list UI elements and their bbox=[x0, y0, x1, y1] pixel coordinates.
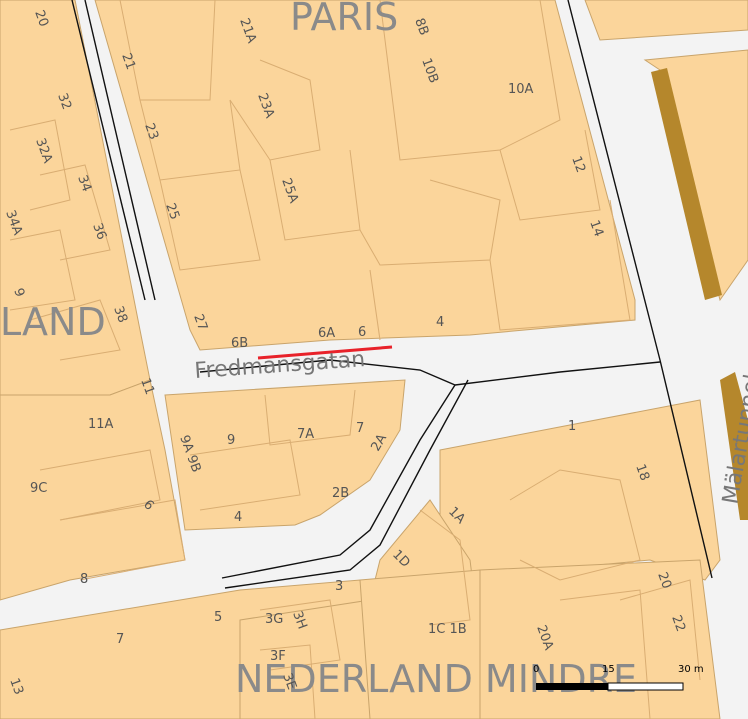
scale-segment-2 bbox=[607, 682, 684, 691]
house-number: 2B bbox=[332, 486, 349, 501]
house-number: 27 bbox=[190, 312, 210, 333]
house-number: 14 bbox=[586, 218, 606, 239]
scale-tick-15: 15 bbox=[602, 664, 615, 675]
district-label-paris: PARIS bbox=[290, 0, 398, 39]
scale-segment-1 bbox=[536, 683, 608, 690]
house-number: 3H bbox=[289, 609, 309, 631]
building-block bbox=[94, 0, 636, 351]
building-outlines bbox=[9, 0, 701, 719]
road-line bbox=[84, 0, 156, 301]
house-number: 36 bbox=[89, 221, 109, 242]
house-number: 25 bbox=[162, 201, 182, 222]
house-number: 4 bbox=[234, 510, 242, 525]
house-number: 9C bbox=[30, 481, 47, 496]
house-number: 11 bbox=[137, 376, 157, 397]
rail-strip bbox=[720, 372, 748, 520]
building-block bbox=[239, 599, 381, 719]
house-number: 6B bbox=[231, 336, 248, 351]
house-number: 2A bbox=[368, 432, 390, 454]
road-line bbox=[71, 0, 146, 301]
house-number: 6 bbox=[358, 325, 366, 340]
house-number: 3 bbox=[335, 579, 343, 594]
road-line bbox=[224, 379, 469, 589]
house-number: 4 bbox=[436, 315, 444, 330]
house-number: 20 bbox=[654, 570, 674, 591]
building-block bbox=[164, 379, 406, 531]
house-number: 21 bbox=[118, 51, 138, 72]
house-number: 23 bbox=[141, 121, 161, 142]
house-number: 10A bbox=[508, 82, 534, 97]
house-number: 18 bbox=[632, 462, 652, 483]
rail-strip bbox=[651, 68, 722, 300]
building-block bbox=[584, 0, 748, 41]
scale-tick-0: 0 bbox=[533, 664, 539, 675]
house-number: 5 bbox=[214, 610, 222, 625]
house-number: 22 bbox=[668, 613, 688, 634]
house-number: 13 bbox=[6, 676, 26, 697]
house-number: 8 bbox=[80, 572, 88, 587]
house-number: 9 bbox=[227, 433, 235, 448]
house-number: 7 bbox=[116, 632, 124, 647]
house-number: 38 bbox=[110, 304, 130, 325]
building-block bbox=[643, 49, 748, 302]
house-number: 3G bbox=[265, 612, 283, 627]
house-number: 20 bbox=[31, 8, 51, 29]
building-block bbox=[0, 379, 186, 601]
road-line bbox=[454, 361, 661, 386]
scale-bar: 0 15 30 m bbox=[533, 664, 704, 691]
house-number: 7 bbox=[356, 421, 364, 436]
house-number: 3F bbox=[270, 649, 286, 664]
road-line bbox=[221, 384, 456, 579]
house-numbers: 20 21 21A 8B 10B 10A 32 23 23A 32A 34 12… bbox=[2, 8, 688, 697]
district-label-nederland: NEDERLAND MINDRE bbox=[235, 657, 637, 701]
house-number: 12 bbox=[568, 154, 588, 175]
house-number: 1C 1B bbox=[428, 622, 467, 637]
road-line bbox=[199, 359, 456, 386]
road-lines bbox=[71, 0, 713, 589]
house-number: 11A bbox=[88, 417, 114, 432]
house-number: 32 bbox=[54, 91, 74, 112]
building-block bbox=[359, 569, 481, 719]
railway-tracks bbox=[651, 68, 748, 520]
selected-street-segment[interactable] bbox=[257, 345, 393, 360]
house-number: 1 bbox=[568, 419, 576, 434]
district-label-land: LAND bbox=[0, 300, 106, 344]
house-number: 6A bbox=[318, 326, 335, 341]
house-number: 7A bbox=[297, 427, 314, 442]
road-line bbox=[567, 0, 713, 579]
scale-tick-30: 30 m bbox=[678, 664, 704, 675]
house-number: 8B bbox=[411, 16, 431, 37]
house-number: 34 bbox=[74, 173, 94, 194]
house-number: 3E bbox=[279, 671, 299, 692]
